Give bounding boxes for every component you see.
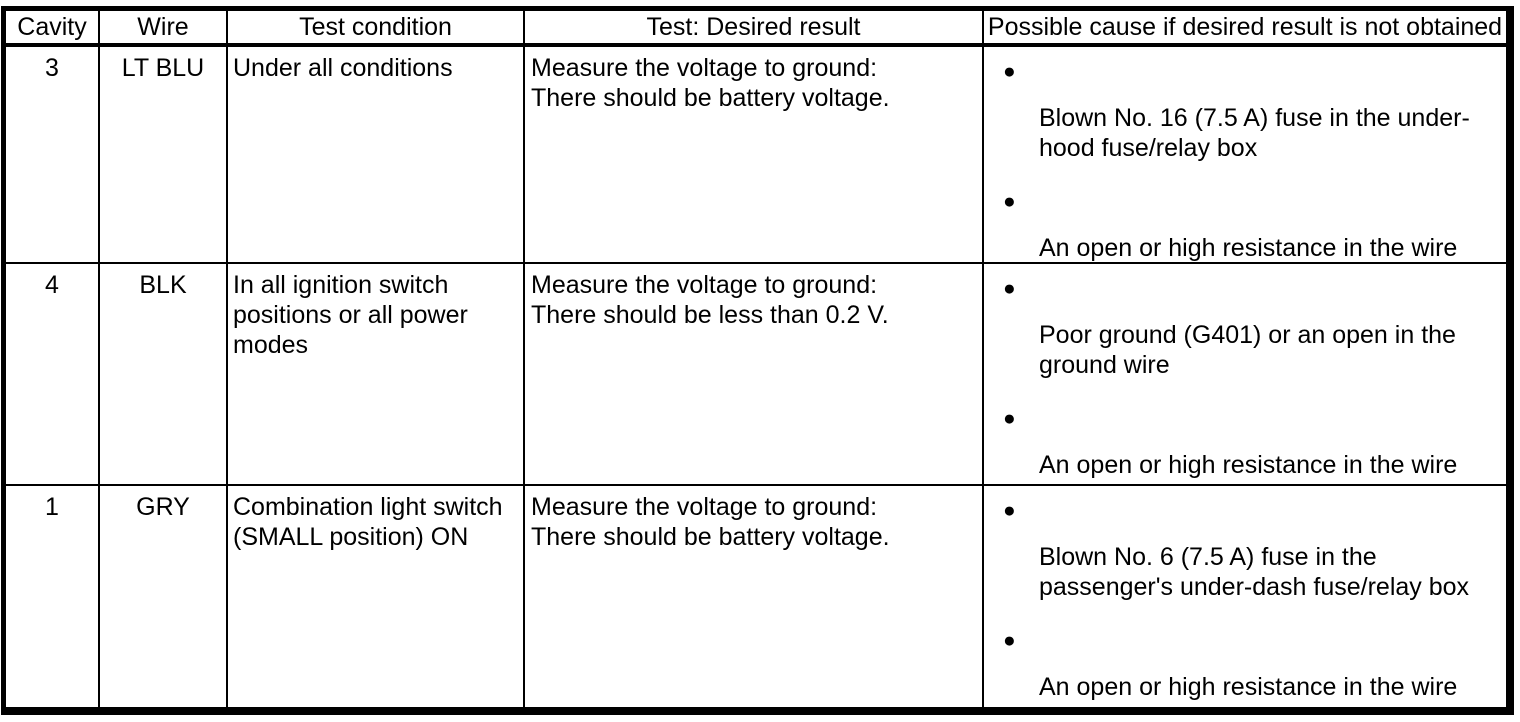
result-instruction: Measure the voltage to ground: [531, 493, 878, 521]
cavity-cell: 3 [6, 47, 100, 264]
wire-cell: BLK [100, 264, 228, 486]
wire-cell: GRY [100, 486, 228, 707]
diagnostic-table: Cavity Wire Test condition Test: Desired… [1, 6, 1514, 715]
cause-text: An open or high resistance in the wire [1039, 451, 1458, 479]
bullet-line: ● [984, 272, 1506, 302]
cause-text: Blown No. 6 (7.5 A) fuse in the passenge… [1039, 543, 1470, 601]
wire-cell: LT BLU [100, 47, 228, 264]
test-condition-cell: Combination light switch (SMALL position… [228, 486, 525, 707]
test-result-cell: Measure the voltage to ground: There sho… [525, 486, 984, 707]
cause-text: An open or high resistance in the wire [1039, 673, 1458, 701]
result-instruction: Measure the voltage to ground: [531, 54, 878, 82]
header-wire: Wire [100, 11, 228, 47]
bullet-icon: ● [1003, 277, 1016, 300]
bullet-line: ● [984, 494, 1506, 524]
bullet-icon: ● [1003, 60, 1016, 83]
bullet-icon: ● [1003, 499, 1016, 522]
bullet-line: ● [984, 55, 1506, 85]
cause-item: ● Blown No. 6 (7.5 A) fuse in the passen… [984, 494, 1506, 602]
bullet-line: ● [984, 624, 1506, 654]
result-instruction: Measure the voltage to ground: [531, 271, 878, 299]
test-result-cell: Measure the voltage to ground: There sho… [525, 47, 984, 264]
bullet-line: ● [984, 402, 1506, 432]
cause-item: ● Blown No. 16 (7.5 A) fuse in the under… [984, 55, 1506, 163]
cause-item: ● An open or high resistance in the wire [984, 624, 1506, 702]
bullet-icon: ● [1003, 190, 1016, 213]
cause-item: ● An open or high resistance in the wire [984, 402, 1506, 480]
possible-cause-cell: ● Blown No. 6 (7.5 A) fuse in the passen… [984, 486, 1506, 707]
possible-cause-cell: ● Poor ground (G401) or an open in the g… [984, 264, 1506, 486]
possible-cause-cell: ● Blown No. 16 (7.5 A) fuse in the under… [984, 47, 1506, 264]
bullet-line: ● [984, 185, 1506, 215]
cavity-cell: 4 [6, 264, 100, 486]
test-condition-cell: Under all conditions [228, 47, 525, 264]
cause-text: Blown No. 16 (7.5 A) fuse in the under-h… [1039, 104, 1470, 162]
result-desired: There should be battery voltage. [531, 84, 890, 112]
bullet-icon: ● [1003, 629, 1016, 652]
result-desired: There should be battery voltage. [531, 523, 890, 551]
cause-item: ● Poor ground (G401) or an open in the g… [984, 272, 1506, 380]
header-test-desired-result: Test: Desired result [525, 11, 984, 47]
bullet-icon: ● [1003, 407, 1016, 430]
test-condition-cell: In all ignition switch positions or all … [228, 264, 525, 486]
cavity-cell: 1 [6, 486, 100, 707]
test-result-cell: Measure the voltage to ground: There sho… [525, 264, 984, 486]
header-possible-cause: Possible cause if desired result is not … [984, 11, 1506, 47]
cause-text: Poor ground (G401) or an open in the gro… [1039, 321, 1456, 379]
cause-item: ● An open or high resistance in the wire [984, 185, 1506, 262]
cause-text: An open or high resistance in the wire [1039, 234, 1458, 262]
result-desired: There should be less than 0.2 V. [531, 301, 889, 329]
header-test-condition: Test condition [228, 11, 525, 47]
header-cavity: Cavity [6, 11, 100, 47]
